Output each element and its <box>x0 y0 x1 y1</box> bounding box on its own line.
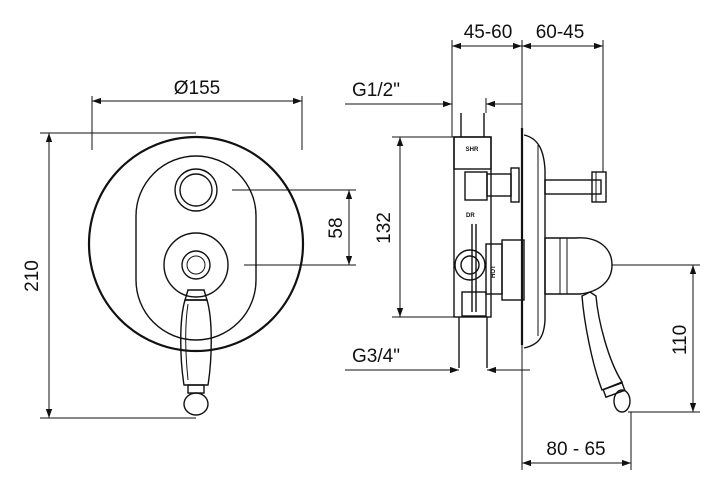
dim-lever-reach-label: 80 - 65 <box>546 439 605 460</box>
dim-spacing-label: 58 <box>326 217 347 238</box>
diverter-stem <box>544 171 607 203</box>
shower-outlet <box>453 136 492 170</box>
dim-height-label: 210 <box>22 260 43 292</box>
dim-offset-a-label: 45-60 <box>464 22 513 43</box>
escutcheon-plate <box>87 135 305 353</box>
dim-diameter-label: Ø155 <box>174 78 220 99</box>
side-view: SHR DR HOT <box>345 22 700 470</box>
dim-offset-b-label: 60-45 <box>536 22 585 43</box>
diverter-knob <box>174 168 218 212</box>
dim-body-height-label: 132 <box>374 212 395 244</box>
front-view: Ø155 210 58 <box>22 78 356 419</box>
lever-side <box>544 237 631 413</box>
escutcheon-profile <box>523 134 546 349</box>
thread-bottom-label: G3/4" <box>352 346 400 367</box>
label-shr: SHR <box>466 147 479 153</box>
label-hot: HOT <box>491 265 497 278</box>
lever-handle <box>180 289 212 416</box>
label-dr: DR <box>466 213 475 219</box>
oval-recess <box>135 155 257 341</box>
hot-port <box>454 249 486 281</box>
mixer-knob <box>163 232 229 298</box>
thread-top-label: G1/2" <box>352 80 400 101</box>
dim-lever-drop-label: 110 <box>670 325 691 355</box>
